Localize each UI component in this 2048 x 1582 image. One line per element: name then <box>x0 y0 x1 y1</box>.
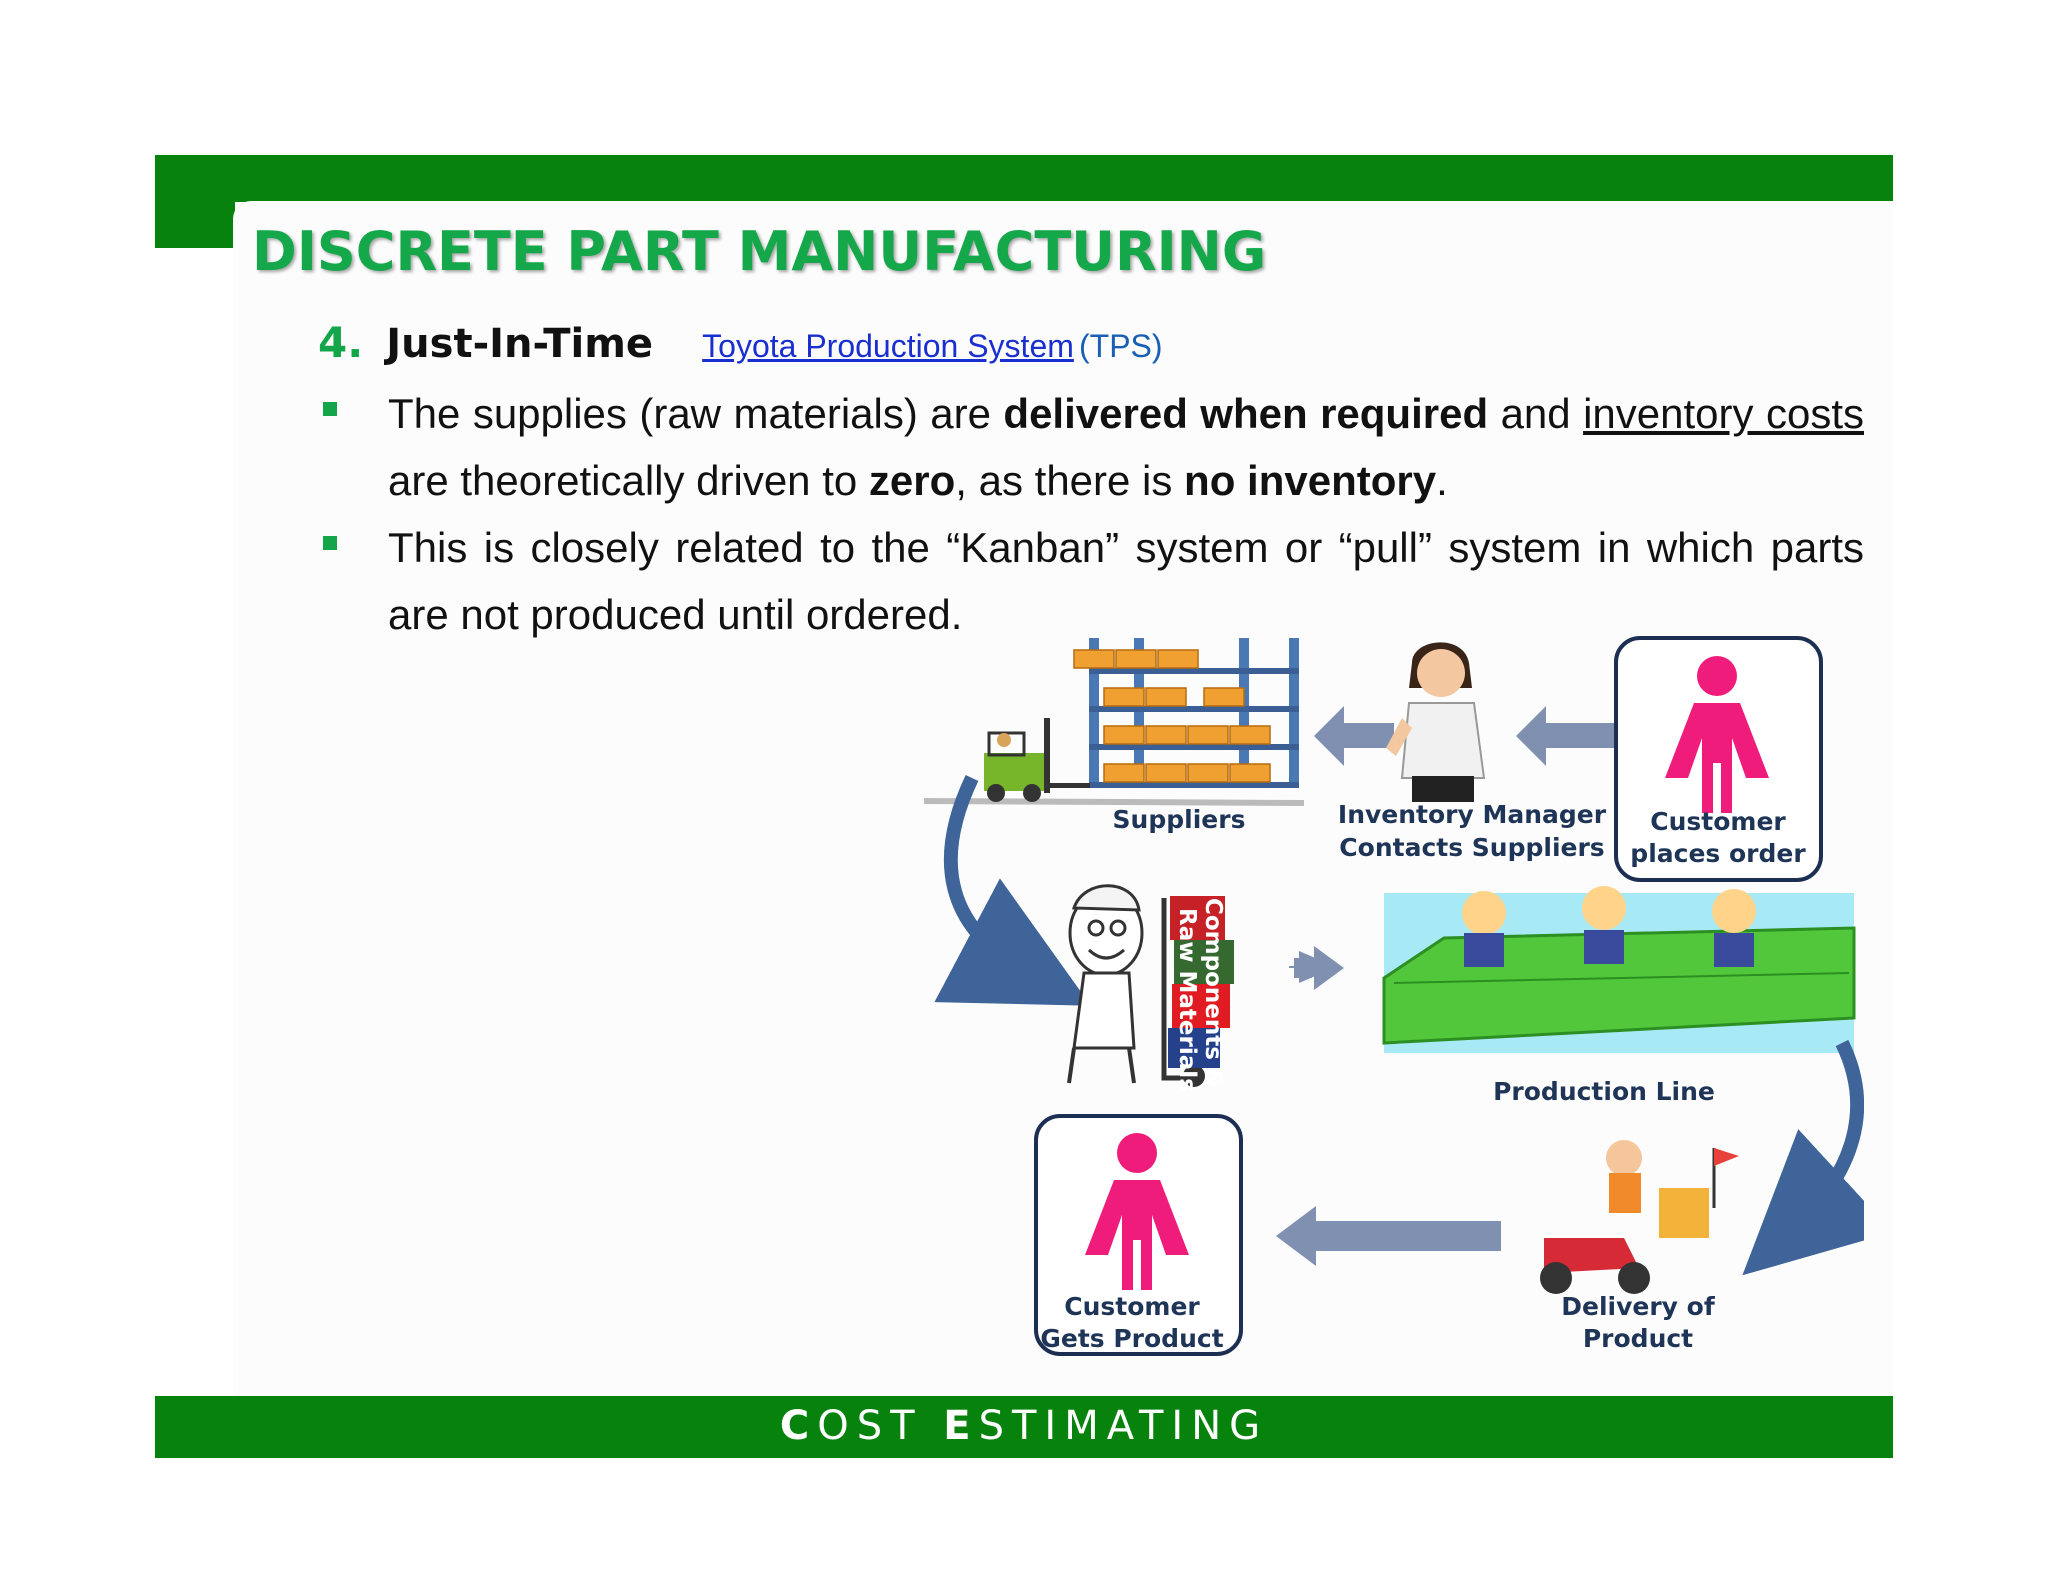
bullet-list: The supplies (raw materials) are deliver… <box>318 380 1864 648</box>
footer-initial: E <box>943 1403 979 1449</box>
arrow-right-icon <box>1294 958 1312 978</box>
worker-icon <box>1067 884 1205 1087</box>
bullet-emphasis: no inventory <box>1184 457 1437 504</box>
footer-word: STIMATING <box>978 1403 1269 1449</box>
heading-text: Just-In-Time <box>386 321 654 367</box>
suppliers-label: Suppliers <box>1113 805 1246 834</box>
bullet-text: This is closely related to the “Kanban” … <box>388 524 1864 638</box>
customer-gets-label-2: Gets Product <box>1040 1324 1223 1353</box>
inventory-manager-label-2: Contacts Suppliers <box>1339 833 1604 862</box>
slide-title: DISCRETE PART MANUFACTURING <box>252 220 1267 283</box>
heading-number: 4. <box>318 318 364 367</box>
arrow-right-icon <box>1314 946 1344 990</box>
customer-order-label-2: places order <box>1630 839 1806 868</box>
bullet-emphasis: delivered when required <box>1003 390 1489 437</box>
arrow-left-icon <box>1276 1206 1501 1266</box>
bullet-text: , as there is <box>955 457 1185 504</box>
bullet-item-1: The supplies (raw materials) are deliver… <box>318 380 1864 514</box>
customer-gets-label-1: Customer <box>1064 1292 1200 1321</box>
curved-arrow-icon <box>1742 1039 1864 1276</box>
production-line-label: Production Line <box>1493 1077 1715 1106</box>
bullet-text: and <box>1488 390 1584 437</box>
components-label-2: Raw Materials <box>1174 908 1200 1092</box>
footer-bar: COST ESTIMATING <box>155 1396 1893 1458</box>
footer-word: OST <box>817 1403 944 1449</box>
section-heading: 4. Just-In-Time Toyota Production System… <box>318 318 1163 367</box>
header-tab <box>155 155 235 248</box>
bullet-marker <box>323 402 337 416</box>
forklift-icon <box>984 718 1090 802</box>
customer-icon <box>1665 656 1769 813</box>
bullet-item-2: This is closely related to the “Kanban” … <box>318 514 1864 648</box>
footer-initial: C <box>779 1403 818 1449</box>
customer-icon <box>1085 1133 1189 1290</box>
bullet-text: . <box>1436 457 1448 504</box>
customer-order-label-1: Customer <box>1650 807 1786 836</box>
arrow-left-icon <box>1516 706 1639 766</box>
header-bar <box>155 155 1893 202</box>
components-label-1: Components & <box>1200 898 1226 1088</box>
tps-link[interactable]: Toyota Production System <box>702 328 1074 364</box>
arrow-left-icon <box>1314 706 1394 766</box>
inventory-manager-icon <box>1386 642 1486 802</box>
materials-stack-icon <box>1168 896 1234 1068</box>
bullet-emphasis: zero <box>868 457 956 504</box>
production-line-icon <box>1382 886 1856 1053</box>
warehouse-icon <box>924 638 1304 806</box>
tps-abbr: (TPS) <box>1078 328 1163 364</box>
bullet-text: The supplies (raw materials) are <box>388 390 1004 437</box>
inventory-manager-label-1: Inventory Manager <box>1338 800 1607 829</box>
footer-title: COST ESTIMATING <box>780 1403 1268 1449</box>
jit-diagram: Suppliers Inventory Manager Contacts Sup… <box>924 628 1864 1373</box>
bullet-marker <box>323 536 337 550</box>
curved-arrow-icon <box>934 774 1091 1006</box>
bullet-underlined: inventory costs <box>1583 390 1864 437</box>
bullet-text: are theoretically driven to <box>388 457 869 504</box>
delivery-label-1: Delivery of <box>1561 1292 1716 1321</box>
delivery-scooter-icon <box>1540 1140 1739 1294</box>
delivery-label-2: Product <box>1583 1324 1693 1353</box>
